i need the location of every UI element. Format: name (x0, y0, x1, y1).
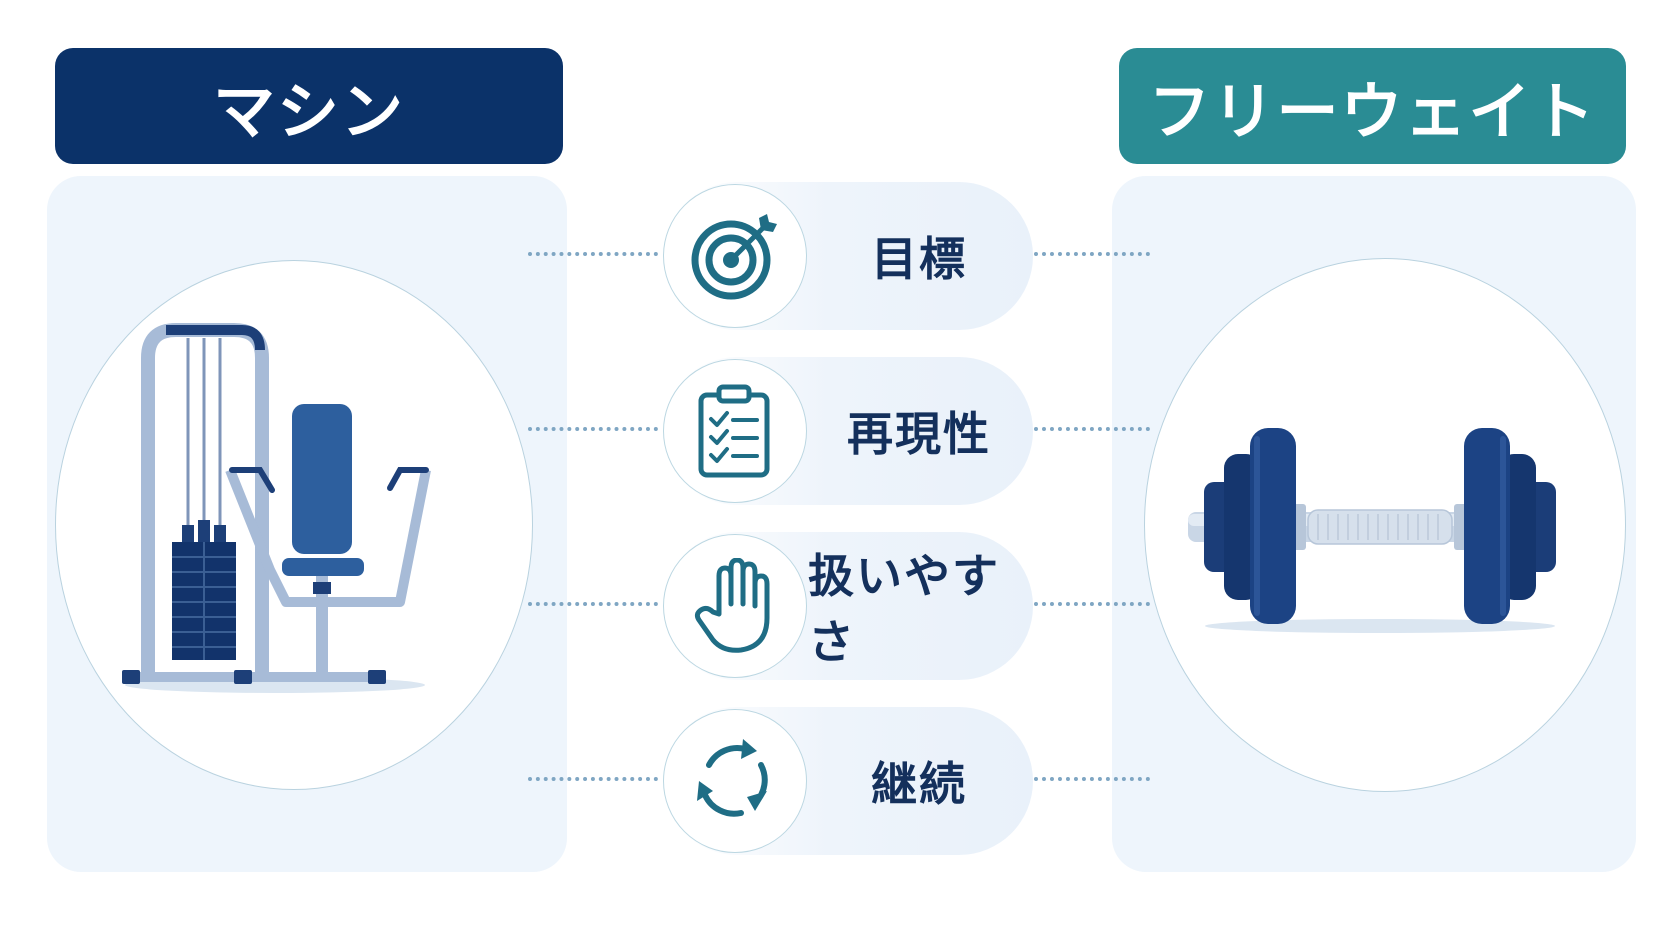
connector-right-3 (1034, 602, 1150, 606)
factor-label-4: 継続 (871, 757, 967, 811)
checklist-icon (698, 384, 770, 478)
free-weight-header: フリーウェイト (1119, 48, 1626, 164)
target-icon (691, 214, 777, 300)
weight-machine-icon (122, 323, 431, 693)
connector-left-4 (528, 777, 658, 781)
hand-icon (694, 558, 770, 653)
factor-label-3: 扱いやすさ (808, 549, 1000, 669)
machine-header: マシン (55, 48, 563, 164)
connector-left-2 (528, 427, 658, 431)
free-weight-header-label: フリーウェイト (1148, 75, 1597, 148)
connector-right-2 (1034, 427, 1150, 431)
dumbbell-icon (1188, 428, 1556, 633)
connector-left-3 (528, 602, 658, 606)
connector-right-1 (1034, 252, 1150, 256)
factor-icon-circle-2 (663, 359, 807, 503)
factor-icon-circle-1 (663, 184, 807, 328)
machine-header-label: マシン (212, 75, 405, 148)
factor-icon-circle-4 (663, 709, 807, 853)
connector-left-1 (528, 252, 658, 256)
factor-label-1: 目標 (871, 232, 967, 286)
connector-right-4 (1034, 777, 1150, 781)
factor-icon-circle-3 (663, 534, 807, 678)
factor-label-2: 再現性 (847, 407, 991, 461)
cycle-icon (697, 739, 768, 817)
